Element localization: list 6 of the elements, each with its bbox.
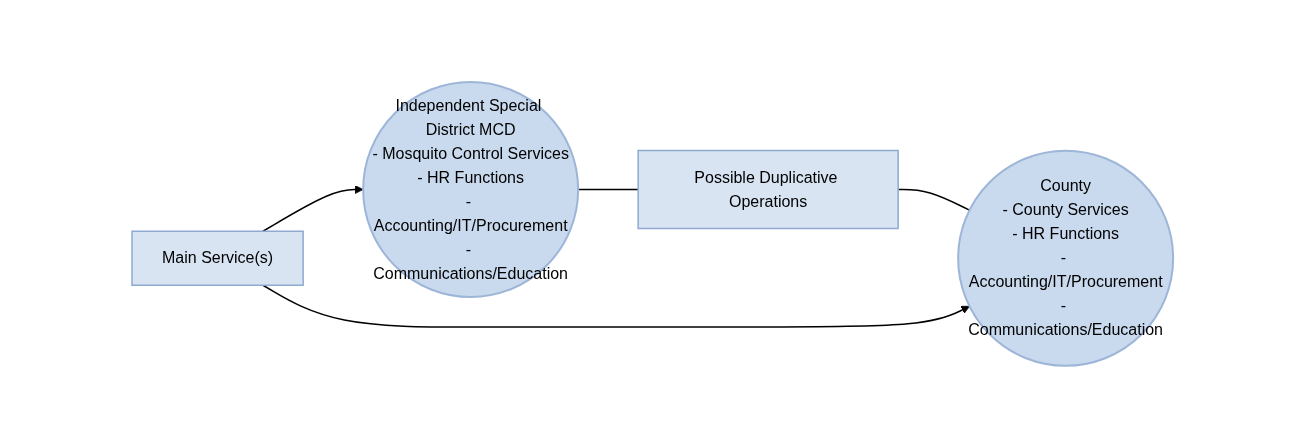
node-box: Main Service(s) [131, 230, 305, 286]
arrow [262, 284, 971, 328]
node-circle: Independent Special District MCD - Mosquito Control Services - HR Functions - Accounting/IT/Procurement - Communications/Education [362, 80, 580, 298]
node-circle: County - County Services - HR Functions - Accounting/IT/Procurement - Communications/Education [957, 149, 1175, 367]
arrow [262, 184, 364, 232]
node-box: Possible Duplicative Operations [637, 149, 900, 229]
